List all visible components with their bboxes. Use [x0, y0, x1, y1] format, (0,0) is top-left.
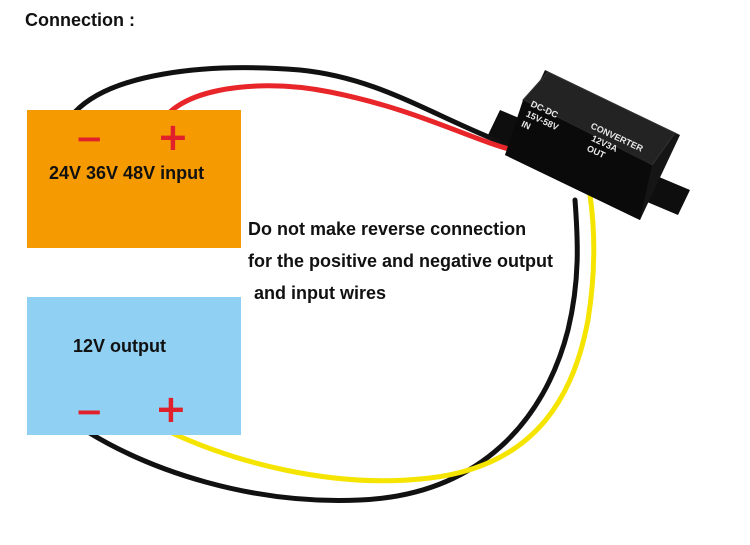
input-minus-sign: −: [75, 119, 104, 159]
dc-dc-converter-module: DC-DC 15V-58V IN CONVERTER 12V3A OUT: [488, 70, 690, 220]
output-voltage-label: 12V output: [73, 336, 166, 356]
warning-line-3: and input wires: [254, 283, 387, 303]
input-voltage-label: 24V 36V 48V input: [49, 163, 205, 183]
output-plus-sign: +: [155, 387, 187, 431]
input-plus-sign: +: [157, 115, 189, 159]
output-minus-sign: −: [75, 392, 104, 432]
output-power-box: 12V output − +: [27, 297, 241, 435]
input-power-box: − + 24V 36V 48V input: [27, 110, 241, 248]
input-negative-wire: [72, 65, 518, 151]
warning-line-1: Do not make reverse connection: [248, 219, 527, 239]
input-positive-wire: [167, 83, 523, 155]
page-heading: Connection :: [25, 10, 135, 30]
warning-line-2: for the positive and negative output: [248, 251, 554, 271]
output-positive-wire: [167, 192, 597, 484]
